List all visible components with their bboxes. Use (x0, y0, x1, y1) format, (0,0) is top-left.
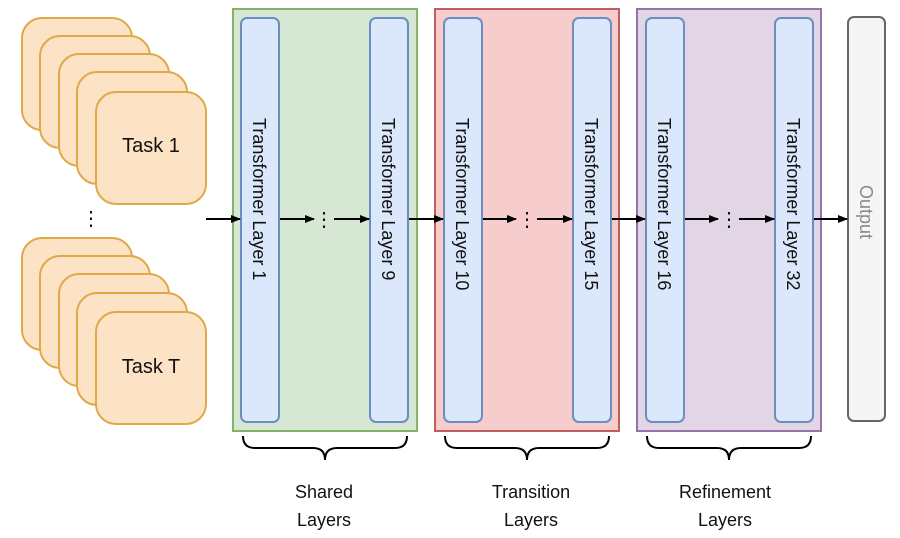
layer-box-10 (443, 17, 483, 423)
task-label-1: Task 1 (122, 135, 180, 157)
layer-label-1: Transformer Layer 1 (249, 118, 269, 280)
task-card-front (95, 91, 207, 205)
flow-ellipsis-shared: ⋮ (314, 209, 334, 231)
layer-label-16: Transformer Layer 16 (654, 118, 674, 290)
group-label-shared-line2: Layers (297, 510, 351, 530)
flow-ellipsis-refinement: ⋮ (719, 209, 739, 231)
task-card-front (95, 311, 207, 425)
layer-label-10: Transformer Layer 10 (452, 118, 472, 290)
layer-box-15 (572, 17, 612, 423)
output-box (847, 16, 886, 422)
brace-shared (242, 435, 408, 461)
layer-box-9 (369, 17, 409, 423)
layer-label-32: Transformer Layer 32 (783, 118, 803, 290)
layer-box-32 (774, 17, 814, 423)
group-label-refinement-line2: Layers (698, 510, 752, 530)
flow-ellipsis-transition: ⋮ (517, 209, 537, 231)
task-label-t: Task T (122, 356, 181, 378)
group-label-refinement-line1: Refinement (679, 482, 771, 502)
layer-label-9: Transformer Layer 9 (378, 118, 398, 280)
brace-refinement (646, 435, 812, 461)
layer-box-16 (645, 17, 685, 423)
output-label: Output (856, 185, 876, 239)
task-stack-1: Task 1 (21, 17, 207, 205)
layer-label-15: Transformer Layer 15 (581, 118, 601, 290)
task-ellipsis: ⋮ (81, 208, 101, 230)
layer-box-1 (240, 17, 280, 423)
task-stack-t: Task T (21, 237, 207, 425)
group-label-shared-line1: Shared (295, 482, 353, 502)
group-label-transition-line2: Layers (504, 510, 558, 530)
group-label-transition-line1: Transition (492, 482, 570, 502)
brace-transition (444, 435, 610, 461)
